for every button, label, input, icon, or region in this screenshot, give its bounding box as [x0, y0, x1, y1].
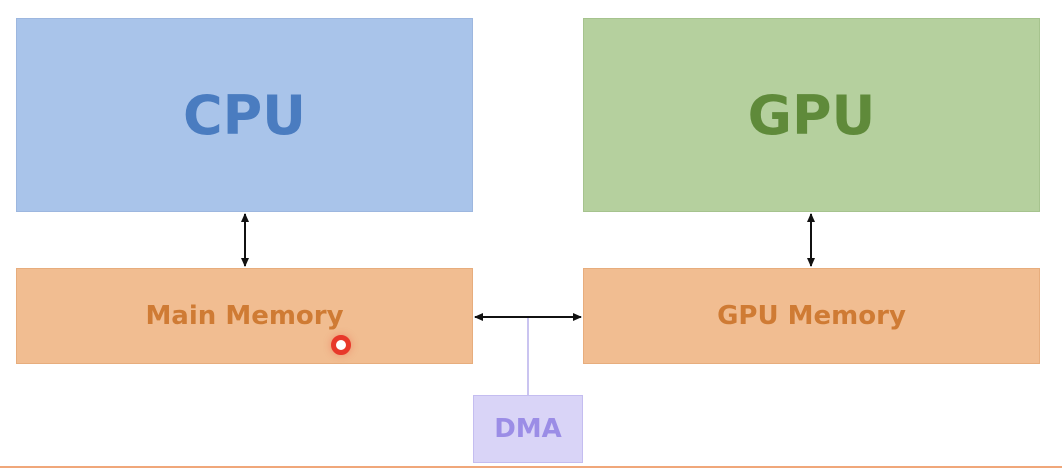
cursor-indicator — [331, 335, 351, 355]
gpu-block: GPU — [583, 18, 1040, 212]
bottom-divider — [0, 466, 1062, 468]
main-memory-label: Main Memory — [145, 301, 344, 331]
main-memory-block: Main Memory — [16, 268, 473, 364]
dma-label: DMA — [494, 414, 562, 444]
cpu-label: CPU — [182, 83, 307, 147]
cpu-block: CPU — [16, 18, 473, 212]
gpu-label: GPU — [747, 83, 876, 147]
gpu-memory-block: GPU Memory — [583, 268, 1040, 364]
gpu-memory-label: GPU Memory — [717, 301, 906, 331]
dma-block: DMA — [473, 395, 583, 463]
